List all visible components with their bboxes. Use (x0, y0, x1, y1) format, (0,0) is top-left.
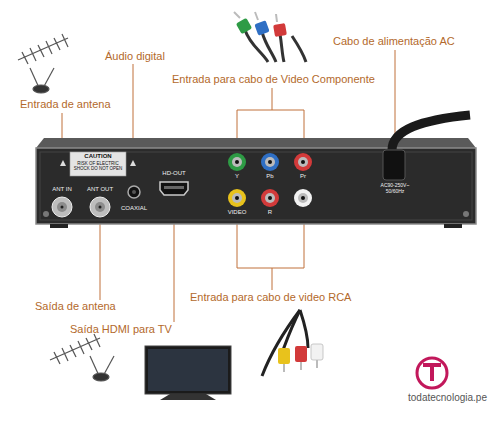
port-label: ANT IN (52, 186, 72, 193)
rca-cable-icon (262, 310, 323, 376)
tv-icon (145, 346, 231, 400)
antenna-icon (18, 34, 68, 93)
warning-text: RISK OF ELECTRIC SHOCK DO NOT OPEN (71, 161, 125, 171)
port-label: COAXIAL (121, 205, 147, 212)
port-label: Pr (300, 173, 306, 180)
callout-label: Entrada de antena (20, 98, 111, 111)
callout-label: Áudio digital (105, 50, 165, 63)
warning-title: CAUTION (84, 153, 111, 160)
antenna-icon (50, 334, 114, 381)
callout-label: Cabo de alimentação AC (333, 35, 455, 48)
callout-label: Saída HDMI para TV (70, 323, 172, 336)
port-label: HD-OUT (162, 170, 185, 177)
power-rating: AC90-250V~ 50/60Hz (373, 183, 417, 195)
brand-logo (417, 358, 447, 388)
port-label: Pb (266, 173, 273, 180)
callout-label: Entrada para cabo de Video Componente (172, 73, 375, 86)
port-label: R (268, 209, 272, 216)
port-label: ANT OUT (87, 186, 113, 193)
watermark: todatecnologia.pe (408, 392, 487, 404)
port-label: VIDEO (228, 209, 247, 216)
port-label: Y (235, 173, 239, 180)
component-cable-icon (234, 12, 306, 62)
callout-label: Saída de antena (35, 300, 116, 313)
receiver-panel (36, 115, 476, 228)
callout-label: Entrada para cabo de video RCA (190, 291, 351, 304)
